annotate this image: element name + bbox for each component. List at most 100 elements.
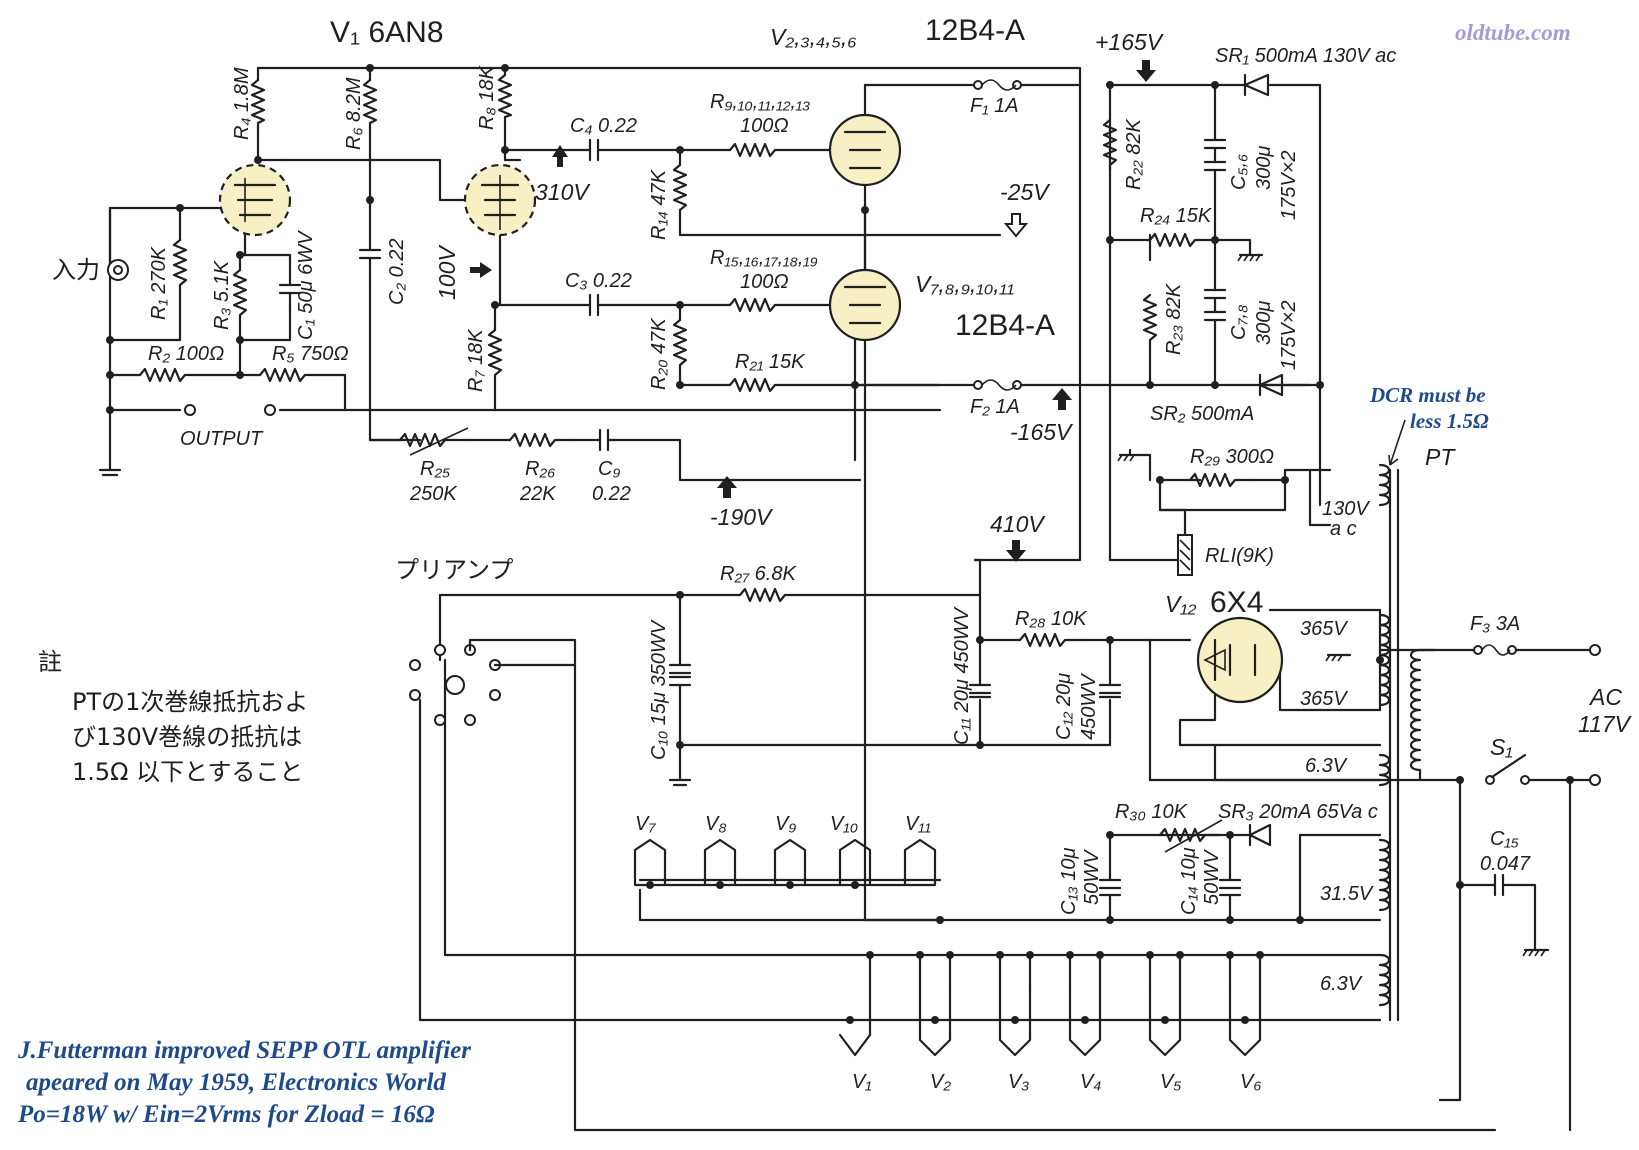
watermark: oldtube.com — [1455, 20, 1571, 45]
label-r28: R₂₈ 10K — [1015, 608, 1088, 630]
label-v1: V₁ 6AN8 — [330, 16, 444, 49]
tube-v2-6 — [828, 113, 902, 187]
label-r15-19-val: 100Ω — [740, 271, 789, 293]
label-sr2: SR₂ 500mA — [1150, 403, 1254, 425]
label-c78-val: 300μ — [1253, 301, 1275, 345]
label-w365b: 365V — [1300, 688, 1348, 710]
heater-label-v7: V₇ — [635, 813, 656, 835]
capacitor-c4 — [588, 138, 622, 162]
resistor-r1 — [172, 238, 188, 302]
resistor-r4 — [250, 78, 266, 130]
label-r2: R₂ 100Ω — [148, 343, 224, 365]
capacitor-c12 — [1098, 683, 1122, 699]
resistor-r25 — [398, 432, 472, 448]
capacitor-c13 — [1098, 878, 1122, 897]
resistor-r27 — [738, 587, 802, 603]
label-f3: F₃ 3A — [1470, 613, 1520, 635]
note-title: 註 — [38, 648, 62, 676]
resistor-r28 — [1018, 632, 1082, 648]
note-line2: び130V巻線の抵抗は — [72, 723, 302, 751]
note-line1: PTの1次巻線抵抗およ — [72, 688, 308, 716]
resistor-r15-19 — [728, 297, 792, 313]
label-r14: R₁₄ 47K — [648, 168, 670, 240]
label-r21: R₂₁ 15K — [735, 351, 806, 373]
resistor-r24 — [1148, 232, 1212, 248]
resistor-r2 — [138, 367, 202, 383]
label-c13-v: 50WV — [1081, 849, 1103, 905]
heater-label-v2: V₂ — [930, 1071, 951, 1093]
heater-label-v3: V₃ — [1008, 1071, 1029, 1093]
dcr-note-line2: less 1.5Ω — [1410, 409, 1489, 433]
label-c56-v: 175V×2 — [1278, 150, 1300, 220]
label-r9-13: R₉,₁₀,₁₁,₁₂,₁₃ — [710, 91, 810, 113]
label-w63a: 6.3V — [1305, 755, 1348, 777]
resistors — [138, 73, 1252, 853]
label-preamp: プリアンプ — [395, 556, 513, 584]
label-w130: 130V — [1322, 498, 1370, 520]
label-c12: C₁₂ 20μ — [1053, 673, 1075, 740]
label-w365a: 365V — [1300, 618, 1348, 640]
diode-sr1 — [1243, 73, 1270, 97]
resistor-r22 — [1102, 118, 1118, 172]
capacitor-c78 — [1203, 288, 1227, 322]
label-c12-v: 450WV — [1078, 673, 1100, 740]
heater-label-v6: V₆ — [1240, 1071, 1261, 1093]
label-c2: C₂ 0.22 — [386, 238, 408, 305]
tube-v12 — [1196, 616, 1284, 704]
label-v7-11: V₇,₈,₉,₁₀,₁₁ — [915, 271, 1014, 297]
label-r26: R₂₆ — [525, 458, 555, 480]
resistor-r21 — [728, 377, 792, 393]
heater-label-v10: V₁₀ — [830, 813, 858, 835]
label-r20: R₂₀ 47K — [648, 317, 670, 390]
label-r8: R₈ 18K — [476, 64, 498, 130]
resistor-r3 — [232, 268, 248, 322]
label-r26-val: 22K — [519, 483, 557, 505]
label-v2-6-type: 12B4-A — [925, 14, 1025, 47]
label-c15: C₁₅ — [1490, 828, 1519, 850]
fuse-f2 — [973, 379, 1022, 391]
resistor-r26 — [508, 432, 572, 448]
capacitor-c11 — [968, 683, 992, 699]
label-c14: C₁₄ 10μ — [1178, 847, 1200, 915]
capacitor-c14 — [1218, 878, 1242, 897]
resistor-r5 — [258, 367, 322, 383]
switch-s1 — [1485, 753, 1530, 785]
resistor-r23 — [1142, 293, 1158, 352]
label-r30: R₃₀ 10K — [1115, 801, 1189, 823]
resistor-r6 — [362, 78, 378, 130]
tube-v7-11 — [828, 268, 902, 342]
label-c3: C₃ 0.22 — [565, 270, 632, 292]
label-c1: C₁ 50μ 6WV — [295, 230, 317, 340]
label-c14-v: 50WV — [1201, 849, 1223, 905]
label-r27: R₂₇ 6.8K — [720, 563, 797, 585]
label-c13: C₁₃ 10μ — [1058, 848, 1080, 915]
label-r3: R₃ 5.1K — [211, 259, 233, 330]
fuse-f3 — [1473, 644, 1517, 656]
label-ac-v: 117V — [1578, 711, 1633, 737]
label-c56: C₅,₆ — [1228, 154, 1250, 190]
label-r5: R₅ 750Ω — [272, 343, 349, 365]
resistor-r8 — [497, 73, 513, 124]
diode-sr2 — [1258, 373, 1284, 397]
preamp-socket — [409, 638, 577, 726]
label-pt: PT — [1425, 444, 1456, 470]
fuse-f1 — [973, 79, 1022, 91]
label-c11: C₁₁ 20μ 450WV — [951, 606, 973, 745]
label-output: OUTPUT — [180, 428, 264, 450]
label-r25: R₂₅ — [420, 458, 450, 480]
label-vm165: -165V — [1010, 419, 1074, 445]
capacitor-c3 — [588, 293, 622, 317]
label-r4: R₄ 1.8M — [231, 67, 253, 140]
capacitor-c9 — [598, 428, 617, 452]
label-r22: R₂₂ 82K — [1123, 118, 1145, 191]
label-c78: C₇,₈ — [1228, 305, 1250, 340]
heater-label-v4: V₄ — [1080, 1071, 1101, 1093]
tube-v1-second-section — [463, 163, 537, 237]
dcr-note-line1: DCR must be — [1369, 383, 1486, 407]
caption-line3: Po=18W w/ Ein=2Vrms for Zload = 16Ω — [17, 1101, 435, 1128]
label-r23: R₂₃ 82K — [1163, 282, 1185, 355]
label-v12-type: 6X4 — [1210, 586, 1263, 619]
label-r15-19: R₁₅,₁₆,₁₇,₁₈,₁₉ — [710, 247, 818, 269]
label-w315: 31.5V — [1320, 883, 1374, 905]
